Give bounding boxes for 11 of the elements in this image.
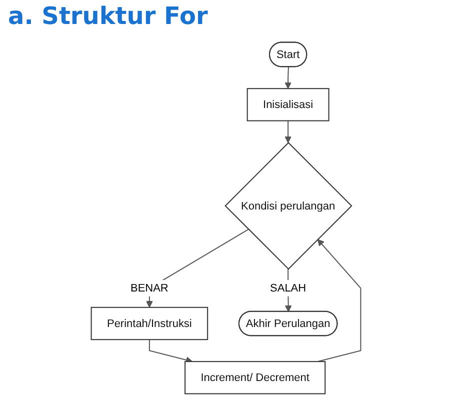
arrow <box>148 340 193 364</box>
node-box: Inisialisasi <box>246 88 330 122</box>
arrow <box>284 120 292 144</box>
edge-label: SALAH <box>270 282 306 294</box>
arrow <box>284 66 292 89</box>
arrow <box>317 239 362 362</box>
edge-label: BENAR <box>130 282 168 294</box>
node-box: Perintah/Instruksi <box>90 306 208 340</box>
node-box: Increment/ Decrement <box>184 361 326 394</box>
node-diamond: Kondisi perulangan <box>224 142 352 270</box>
title: a. Struktur For <box>8 2 208 30</box>
